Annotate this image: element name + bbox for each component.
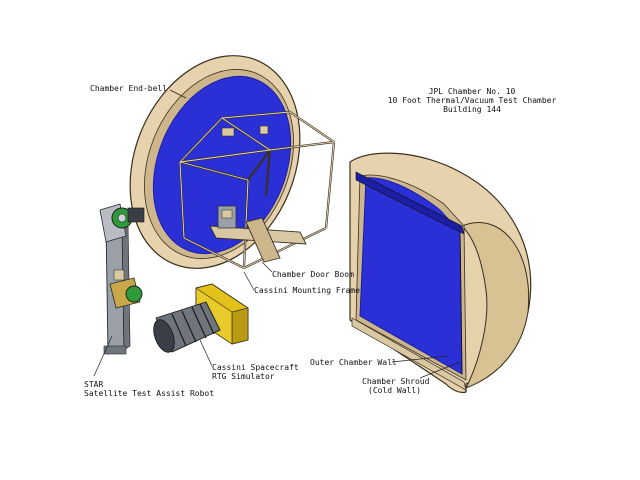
leader-spacecraft: [199, 339, 213, 367]
chamber-shroud: [351, 171, 467, 391]
end-bell-bracket: [221, 127, 235, 137]
title-line-2: 10 Foot Thermal/Vacuum Test Chamber: [388, 96, 557, 105]
label-outer-wall: Outer Chamber Wall: [310, 358, 397, 367]
leader-outer-wall: [391, 355, 449, 363]
frame-strut: [264, 149, 272, 197]
leader-door-boom: [261, 261, 273, 273]
cassini-spacecraft-rtg-simulator: [153, 283, 249, 353]
rtg-fin: [199, 303, 215, 335]
label-shroud-line-1: Chamber Shroud: [362, 377, 430, 386]
label-spacecraft-line-1: Cassini Spacecraft: [212, 363, 299, 372]
shroud-bottom-edge: [351, 317, 467, 391]
leader-star: [93, 335, 113, 377]
leader-end-bell: [169, 89, 187, 99]
rtg-fin: [171, 313, 187, 347]
label-door-boom: Chamber Door Boom: [272, 270, 354, 279]
robot-drive-wheel-hub: [117, 213, 127, 223]
door-boom-fixture: [221, 209, 233, 219]
robot-arm-joint: [113, 269, 125, 281]
frame-strut-highlight: [179, 111, 336, 269]
label-star-line-1: STAR: [84, 380, 103, 389]
label-star-line-2: Satellite Test Assist Robot: [84, 389, 214, 398]
shroud-top-rail: [355, 171, 465, 235]
rtg-fin: [181, 310, 197, 343]
robot-gimbal: [125, 285, 143, 303]
title-line-3: Building 144: [443, 105, 501, 114]
rtg-fin: [191, 306, 207, 339]
shroud-seam: [459, 231, 463, 375]
title-line-1: JPL Chamber No. 10: [429, 87, 516, 96]
label-mounting-frame: Cassini Mounting Frame: [254, 286, 360, 295]
door-boom-beam: [245, 217, 281, 263]
robot-base-plate: [103, 345, 127, 355]
label-end-bell: Chamber End-bell: [90, 84, 167, 93]
robot-motor: [127, 207, 145, 223]
rtg-mount-plate-side: [231, 307, 249, 345]
end-bell-shroud: [152, 75, 292, 255]
rtg-cylinder-end: [153, 319, 175, 353]
chamber-door-boom: [209, 205, 307, 263]
star-robot: [99, 203, 145, 355]
label-spacecraft-line-2: RTG Simulator: [212, 372, 275, 381]
outer-wall-end-rim: [461, 221, 530, 389]
label-shroud-line-2: (Cold Wall): [368, 386, 421, 395]
frame-strut: [247, 149, 271, 181]
leader-shroud: [419, 361, 461, 379]
leader-mounting-frame: [243, 271, 255, 291]
leader-lines: [93, 89, 461, 379]
title-block: JPL Chamber No. 10 10 Foot Thermal/Vacuu…: [388, 87, 557, 114]
end-bell-bracket: [259, 125, 269, 135]
